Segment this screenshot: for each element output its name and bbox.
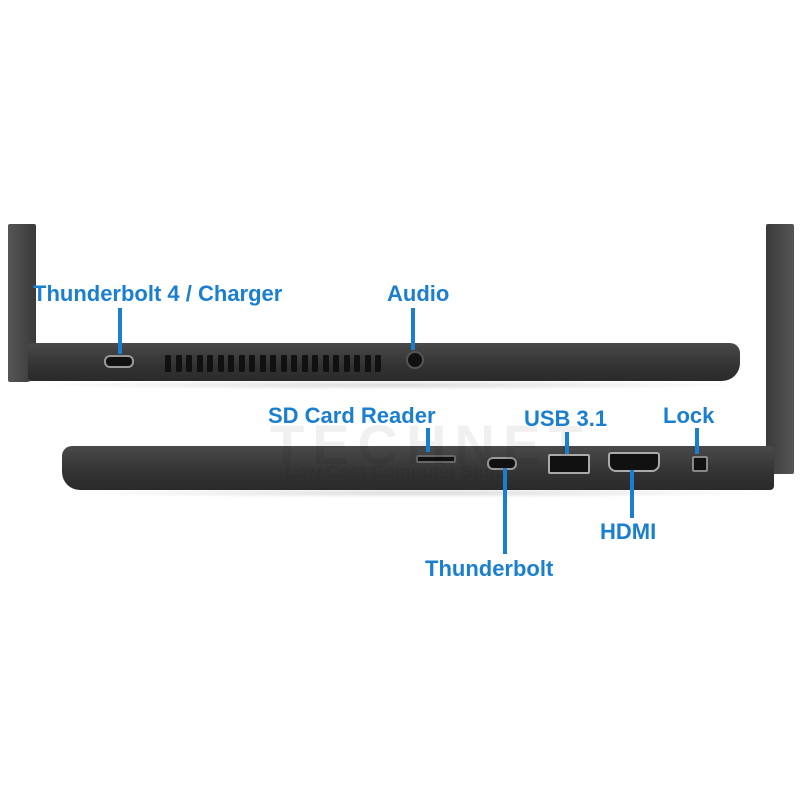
vent-slot — [354, 355, 360, 372]
label-sd-card-reader: SD Card Reader — [268, 403, 436, 428]
sd-card-slot — [416, 455, 456, 463]
vent-slot — [196, 355, 203, 372]
vent-slot — [301, 355, 308, 372]
vent-slot — [186, 355, 192, 372]
audio-jack — [406, 351, 424, 369]
vent-slot — [249, 355, 255, 372]
vent-slot — [375, 355, 381, 372]
shadow — [60, 488, 780, 498]
callout-line — [630, 470, 634, 518]
vent-slot — [238, 355, 245, 372]
vent-slot — [259, 355, 266, 372]
callout-line — [411, 308, 415, 350]
thunderbolt-charger-port — [104, 355, 134, 368]
label-hdmi: HDMI — [600, 519, 657, 544]
callout-line — [695, 428, 699, 454]
hdmi-port — [608, 452, 660, 472]
callout-line — [565, 432, 569, 454]
vent-slot — [175, 355, 182, 372]
label-thunderbolt: Thunderbolt — [425, 556, 554, 581]
vent-slot — [333, 355, 339, 372]
vent-slot — [207, 355, 213, 372]
watermark-tagline: Low Cost Computer Shop — [285, 462, 506, 482]
lock-slot — [692, 456, 708, 472]
callout-line — [118, 308, 122, 354]
shadow — [30, 380, 750, 390]
vent-slot — [343, 355, 350, 372]
vent-slot — [280, 355, 287, 372]
right-side-lid — [766, 224, 794, 474]
callout-line — [503, 468, 507, 554]
usb-port — [548, 454, 590, 474]
vent-slot — [217, 355, 224, 372]
label-thunderbolt-charger: Thunderbolt 4 / Charger — [33, 281, 283, 306]
callout-line — [426, 428, 430, 452]
vent-slot — [312, 355, 318, 372]
vent-slot — [270, 355, 276, 372]
vent-slot — [165, 355, 171, 372]
left-side-chassis — [28, 343, 740, 381]
vent-slot — [291, 355, 297, 372]
label-audio: Audio — [387, 281, 450, 306]
thunderbolt-port — [487, 457, 517, 470]
vent-slot — [228, 355, 234, 372]
label-usb: USB 3.1 — [524, 406, 608, 431]
vent-slot — [364, 355, 371, 372]
vent-slot — [322, 355, 329, 372]
label-lock: Lock — [663, 403, 715, 428]
